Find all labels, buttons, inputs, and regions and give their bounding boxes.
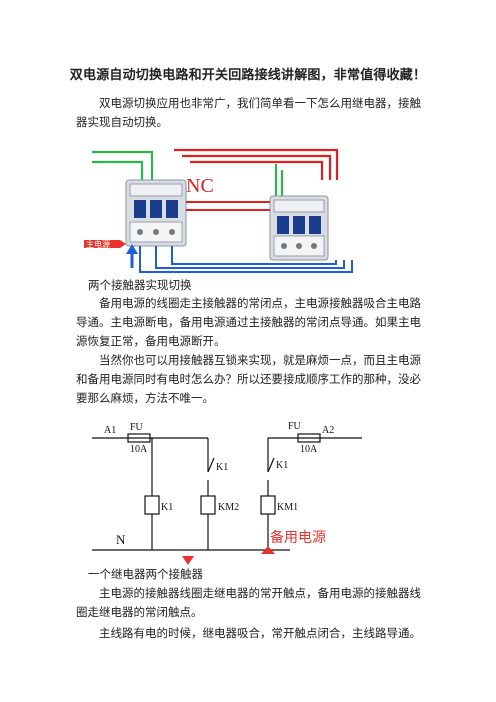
article-title: 双电源自动切换电路和开关回路接线讲解图，非常值得收藏！ (69, 68, 427, 83)
label-coil-km2: KM2 (218, 502, 239, 513)
paragraph-main-line: 主线路有电的时候，继电器吸合，常开触点闭合，主线路导通。 (99, 626, 421, 640)
contactor-wiring-photo: NC 主电源 (82, 140, 362, 278)
relay-circuit-diagram: A1 FU 10A FU A2 10A K1 K1 K1 KM2 KM1 N 备… (92, 421, 362, 565)
label-fu-right: FU (288, 421, 302, 432)
label-coil-km1: KM1 (277, 502, 298, 513)
caption-relay: 一个继电器两个接触器 (88, 567, 203, 581)
main-power-label: 主电源 (86, 239, 110, 249)
paragraph-interlock: 当然你也可以用接触器互锁来实现，就是麻烦一点，而且主电源和备用电源同时有电时怎么… (76, 353, 421, 405)
paragraph-backup-coil: 备用电源的线圈走主接触器的常闭点，主电源接触器吸合主电路导通。主电源断电，备用电… (76, 296, 421, 348)
label-coil-k1: K1 (161, 502, 173, 513)
caption-contactors: 两个接触器实现切换 (88, 278, 192, 292)
label-a1: A1 (104, 425, 116, 436)
label-10a-right: 10A (300, 444, 318, 455)
nc-label: NC (186, 175, 214, 197)
label-k1-contact-left: K1 (216, 462, 228, 473)
label-a2: A2 (322, 425, 334, 436)
intro-paragraph: 双电源切换应用也非常广，我们简单看一下怎么用继电器，接触器实现自动切换。 (76, 96, 421, 129)
label-fu-left: FU (130, 422, 144, 433)
paragraph-relay-coils: 主电源的接触器线圈走继电器的常开触点，备用电源的接触器线圈走继电器的常闭触点。 (76, 586, 421, 619)
label-neutral: N (116, 532, 126, 547)
backup-power-label: 备用电源 (270, 529, 326, 546)
label-k1-contact-right: K1 (276, 460, 288, 471)
label-10a-left: 10A (130, 444, 148, 455)
